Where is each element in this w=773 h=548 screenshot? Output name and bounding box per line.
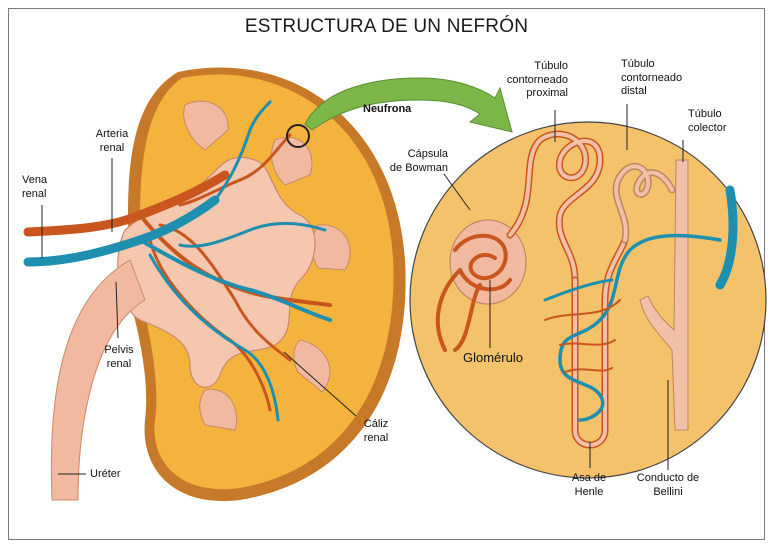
label-conducto-bellini: Conducto de Bellini bbox=[630, 472, 706, 499]
label-ureter: Uréter bbox=[90, 468, 121, 482]
label-vena-renal: Vena renal bbox=[22, 174, 47, 201]
label-pelvis-renal: Pelvis renal bbox=[96, 344, 142, 371]
ureter-tube bbox=[51, 260, 145, 500]
label-tubulo-colector: Túbulo colector bbox=[688, 108, 727, 135]
label-glomerulo: Glomérulo bbox=[463, 351, 523, 365]
label-capsula-bowman: Cápsula de Bowman bbox=[372, 148, 448, 175]
label-tubulo-proximal: Túbulo contorneado proximal bbox=[496, 60, 568, 101]
label-caliz-renal: Cáliz renal bbox=[354, 418, 398, 445]
label-asa-henle: Asa de Henle bbox=[564, 472, 614, 499]
nephron-circle bbox=[410, 122, 766, 478]
label-tubulo-distal: Túbulo contorneado distal bbox=[621, 58, 682, 99]
label-arteria-renal: Arteria renal bbox=[84, 128, 140, 155]
label-neufrona: Neufrona bbox=[363, 103, 411, 117]
nephron-detail bbox=[410, 122, 766, 478]
